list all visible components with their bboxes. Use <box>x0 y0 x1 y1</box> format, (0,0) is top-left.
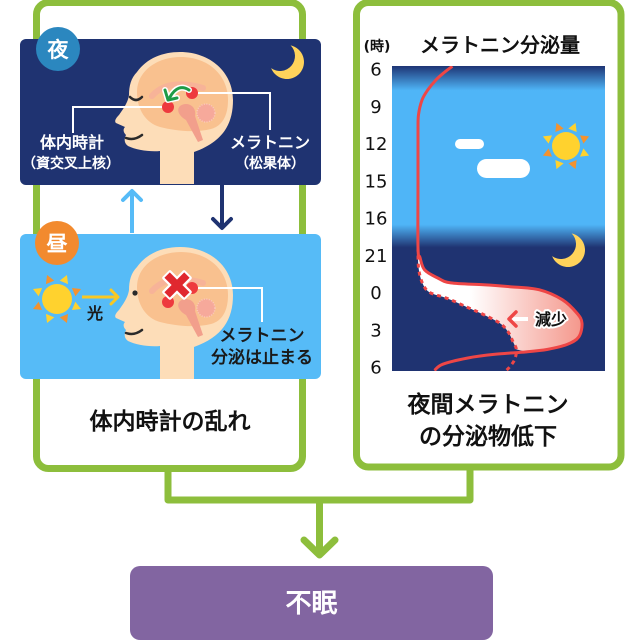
body-clock-disruption-caption: 体内時計の乱れ <box>90 408 251 435</box>
chart-time-unit: (時) <box>364 38 391 55</box>
melatonin-label: メラトニン <box>220 326 305 346</box>
melatonin-decline-caption-line1: 夜間メラトニン <box>407 391 569 418</box>
mouth <box>124 328 144 336</box>
closed-eye-icon <box>128 95 144 102</box>
sun-ray <box>542 135 553 144</box>
sun-ray <box>555 159 564 170</box>
sun-ray <box>32 287 43 297</box>
y-tick-label: 6 <box>370 358 381 379</box>
series-normal-line <box>416 66 584 371</box>
pineal-leader-line <box>192 287 263 322</box>
day-panel: 光 昼 メラトニン 分泌は止まる <box>20 221 321 379</box>
chart-title: メラトニン分泌量 <box>420 33 580 57</box>
y-tick-label: 9 <box>370 97 381 118</box>
night-badge <box>36 27 80 71</box>
moon-icon <box>271 45 305 80</box>
sun-ray <box>71 301 82 311</box>
sun-ray <box>59 313 69 324</box>
scn-leader-line <box>72 106 168 133</box>
brainstem <box>178 104 203 142</box>
y-tick-label: 0 <box>370 283 381 304</box>
sun-ray <box>71 287 82 297</box>
head-profile <box>115 52 233 184</box>
night-badge-label: 夜 <box>47 38 70 62</box>
y-tick-label: 16 <box>365 209 388 230</box>
sun-ray <box>579 135 590 144</box>
result-box <box>130 566 493 640</box>
sun-icon <box>542 122 590 170</box>
down-arrow-icon <box>211 185 233 230</box>
melatonin-chart: (時) メラトニン分泌量 減少 6 9 12 15 16 21 0 3 6 <box>364 33 605 379</box>
y-axis-ticks: 6 9 12 15 16 21 0 3 6 <box>365 60 388 379</box>
y-tick-label: 15 <box>365 171 388 192</box>
cerebellum <box>196 298 216 318</box>
moon-icon <box>552 233 586 268</box>
cerebellum <box>196 103 216 123</box>
blocked-x-icon <box>162 270 192 300</box>
body-clock-label: 体内時計 <box>40 133 104 152</box>
head-profile <box>115 247 263 379</box>
reduction-area <box>418 247 583 352</box>
day-badge-label: 昼 <box>47 232 68 256</box>
scn-dot <box>162 101 174 113</box>
sun-ray <box>568 159 577 170</box>
reduction-annotation: 減少 <box>535 310 567 329</box>
sun-ray <box>45 274 55 285</box>
y-tick-label: 6 <box>370 60 381 81</box>
sun-ray <box>568 122 577 133</box>
secretion-stops-label: 分泌は止まる <box>211 347 313 368</box>
melatonin-decline-caption-line2: の分泌物低下 <box>419 423 557 450</box>
melatonin-label: メラトニン <box>230 133 310 152</box>
sun-icon <box>32 274 82 324</box>
cloud-icon <box>455 139 484 149</box>
cloud-icon <box>477 159 530 178</box>
down-arrow-icon <box>300 500 339 559</box>
up-arrow-icon <box>121 189 143 233</box>
night-panel: 夜 体内時計 （資交叉上核） メラトニン （松果体） <box>20 27 321 185</box>
sun-disc <box>552 132 580 160</box>
sun-ray <box>32 301 43 311</box>
sun-ray <box>45 313 55 324</box>
sun-ray <box>59 274 69 285</box>
mouth <box>124 133 144 141</box>
signal-arrow-icon <box>162 84 192 103</box>
day-badge <box>35 221 79 265</box>
sun-ray <box>579 148 590 157</box>
y-tick-label: 12 <box>365 134 388 155</box>
y-tick-label: 3 <box>370 320 381 341</box>
corpus-callosum <box>149 81 206 99</box>
pineal-leader-line <box>192 92 271 130</box>
reduction-arrow-icon <box>507 310 528 328</box>
sun-ray <box>542 148 553 157</box>
result-label: 不眠 <box>285 589 337 619</box>
pineal-label: （松果体） <box>235 155 305 172</box>
sun-disc <box>42 284 72 314</box>
light-arrow-icon <box>82 288 120 306</box>
open-eye-icon <box>132 290 138 296</box>
light-label: 光 <box>86 304 103 323</box>
y-tick-label: 21 <box>365 246 388 267</box>
brainstem <box>178 299 203 337</box>
scn-label: （資交叉上核） <box>22 155 120 172</box>
sun-ray <box>555 122 564 133</box>
